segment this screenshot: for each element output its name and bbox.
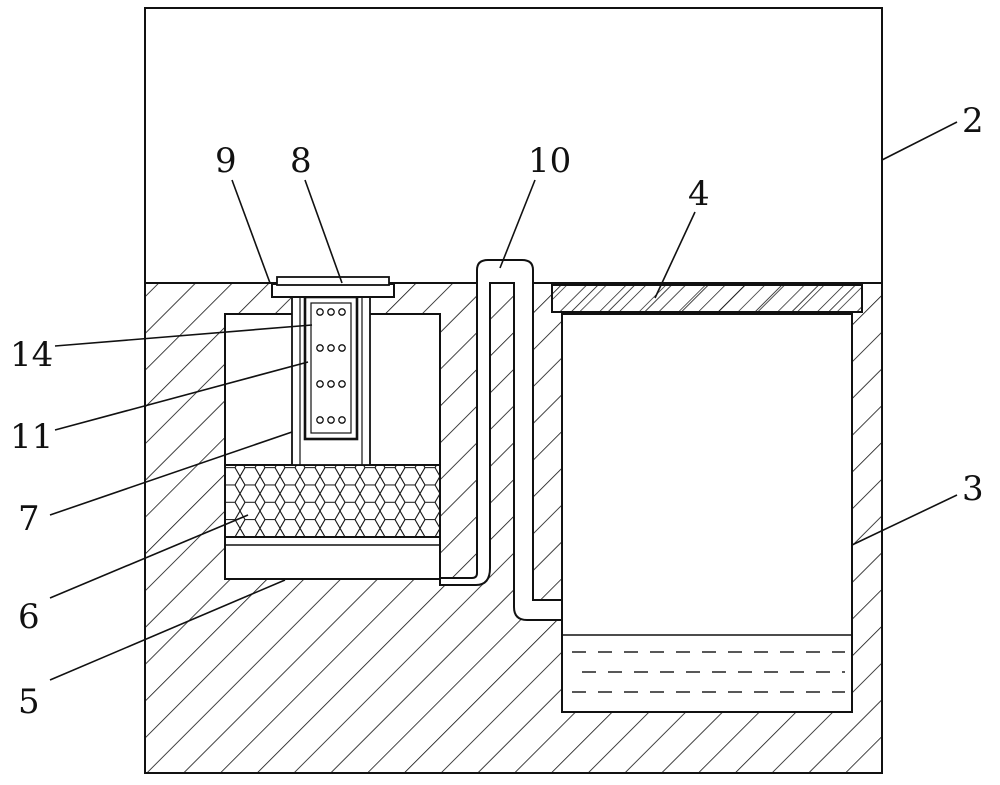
leader-5 — [49, 579, 286, 681]
perforated-rod-inner — [310, 302, 352, 434]
label-4: 4 — [688, 174, 710, 214]
leader-9 — [231, 179, 271, 284]
liquid-dashes — [572, 651, 845, 693]
rod-hole — [327, 344, 335, 352]
leader-8 — [304, 179, 343, 284]
cover-plate — [271, 283, 395, 298]
label-5: 5 — [18, 682, 40, 722]
label-9: 9 — [215, 141, 237, 181]
leader-lines — [49, 121, 958, 681]
label-8: 8 — [290, 141, 312, 181]
rod-hole — [338, 344, 346, 352]
right-tank — [561, 313, 853, 713]
cover-flange — [276, 276, 390, 286]
leader-3 — [851, 494, 958, 546]
tank-lid — [551, 284, 863, 313]
label-7: 7 — [18, 499, 40, 539]
leader-4 — [654, 211, 696, 299]
label-2: 2 — [962, 101, 984, 141]
label-14: 14 — [10, 335, 53, 375]
rod-hole — [316, 380, 324, 388]
leader-2 — [881, 121, 958, 161]
label-11: 11 — [10, 417, 53, 457]
rod-hole — [327, 416, 335, 424]
rod-hole — [316, 416, 324, 424]
leader-11 — [54, 361, 309, 431]
leader-14 — [54, 324, 313, 347]
rod-hole — [316, 344, 324, 352]
rod-hole — [327, 380, 335, 388]
leader-10 — [499, 179, 536, 269]
rod-hole — [338, 380, 346, 388]
rod-hole — [338, 416, 346, 424]
rod-hole — [327, 308, 335, 316]
label-10: 10 — [528, 141, 571, 181]
label-6: 6 — [18, 597, 40, 637]
rod-hole — [316, 308, 324, 316]
rod-holes — [316, 308, 346, 424]
filter-layer — [224, 464, 441, 538]
leader-7 — [49, 431, 293, 516]
pipe-outer — [439, 259, 563, 621]
leader-6 — [49, 514, 249, 599]
label-3: 3 — [962, 469, 984, 509]
upper-housing — [144, 7, 883, 284]
rod-hole — [338, 308, 346, 316]
